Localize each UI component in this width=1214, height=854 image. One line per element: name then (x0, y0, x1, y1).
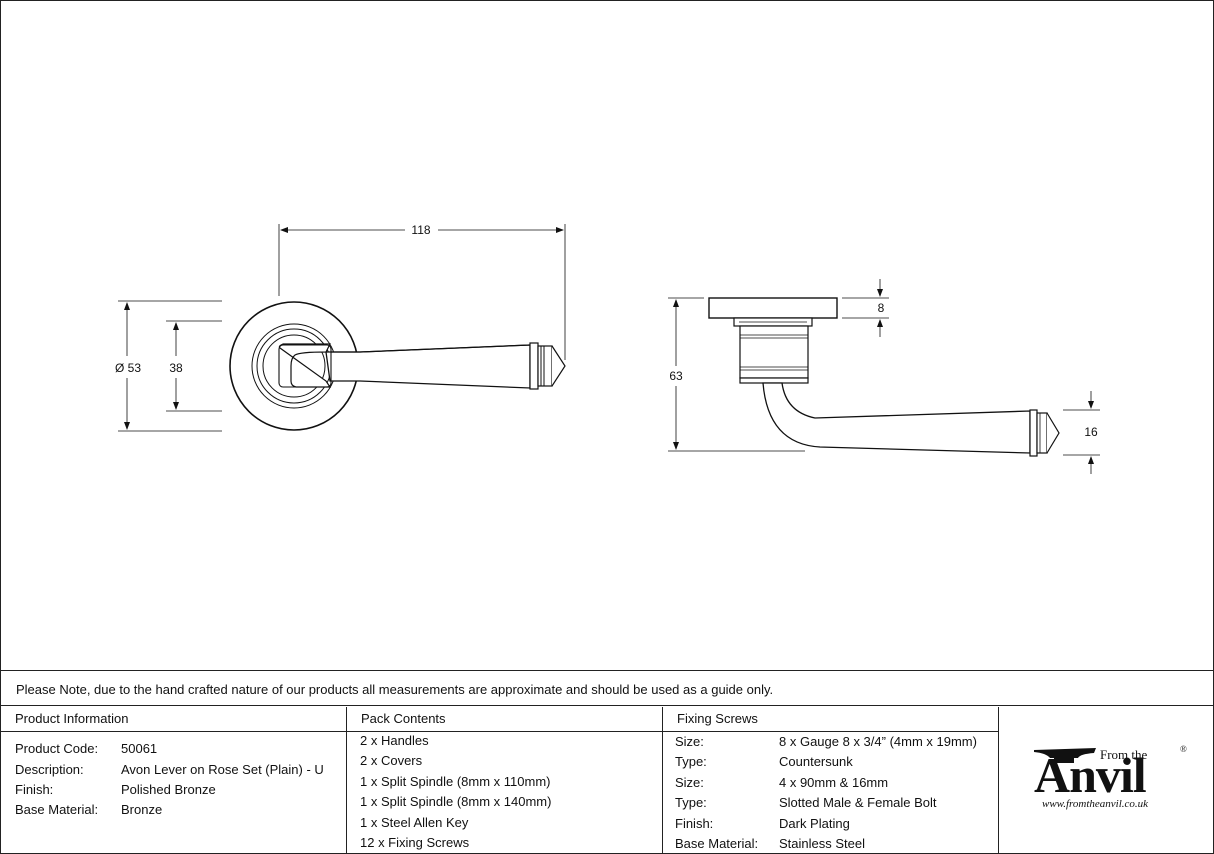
product-code-label: Product Code: (15, 741, 99, 756)
front-view (229, 301, 566, 431)
side-view (708, 297, 1060, 457)
description-label: Description: (15, 762, 84, 777)
pack-contents-heading: Pack Contents (347, 707, 662, 732)
rose-ring-3 (262, 334, 326, 398)
from-the-anvil-logo: From the ® Anvil www.fromtheanvil.co.uk (1034, 744, 1187, 816)
dim-width-label: 118 (411, 223, 430, 237)
screw-spec-label: Size: (675, 775, 704, 790)
screw-spec-label: Type: (675, 795, 707, 810)
anvil-icon (1034, 748, 1096, 763)
screw-spec-label: Size: (675, 734, 704, 749)
pack-item: 2 x Handles (360, 733, 429, 748)
base-material-label: Base Material: (15, 802, 99, 817)
pack-item: 1 x Split Spindle (8mm x 110mm) (360, 774, 551, 789)
fixing-screws-heading: Fixing Screws (663, 707, 998, 732)
logo-brand: Anvil (1034, 747, 1147, 803)
screw-spec-value: Slotted Male & Female Bolt (779, 795, 937, 810)
logo-url: www.fromtheanvil.co.uk (1042, 798, 1149, 810)
logo-from-the: From the (1100, 747, 1148, 762)
product-information-panel: Product Information Product Code: 50061 … (1, 707, 347, 854)
product-code-value: 50061 (121, 741, 158, 756)
pack-item: 1 x Steel Allen Key (360, 815, 469, 830)
screw-spec-label: Type: (675, 754, 707, 769)
pack-item: 12 x Fixing Screws (360, 835, 470, 850)
pack-item: 1 x Split Spindle (8mm x 140mm) (360, 794, 552, 809)
registered-mark: ® (1180, 744, 1187, 754)
screw-spec-value: Dark Plating (779, 816, 850, 831)
pack-item: 2 x Covers (360, 753, 423, 768)
description-value: Avon Lever on Rose Set (Plain) - U (121, 762, 324, 777)
screw-spec-value: 8 x Gauge 8 x 3/4” (4mm x 19mm) (779, 734, 977, 749)
fixing-screws-panel: Fixing Screws Size: 8 x Gauge 8 x 3/4” (… (663, 707, 999, 854)
dim-lever-end-label: 16 (1084, 425, 1098, 439)
screw-spec-value: Stainless Steel (779, 836, 865, 851)
technical-drawing: 118 Ø 53 38 (115, 223, 1100, 474)
screw-spec-value: Countersunk (779, 754, 853, 769)
dim-rose-thickness-label: 8 (878, 301, 885, 315)
dim-height-label: 63 (669, 369, 683, 383)
product-information-heading: Product Information (1, 707, 346, 732)
measurement-note: Please Note, due to the hand crafted nat… (1, 670, 1213, 706)
finish-label: Finish: (15, 782, 54, 797)
pack-contents-panel: Pack Contents 2 x Handles 2 x Covers 1 x… (347, 707, 663, 854)
screw-spec-label: Base Material: (675, 836, 759, 851)
dim-rose-diameter-label: Ø 53 (115, 361, 141, 375)
finish-value: Polished Bronze (121, 782, 216, 797)
screw-spec-label: Finish: (675, 816, 714, 831)
dim-inner-label: 38 (169, 361, 183, 375)
screw-spec-value: 4 x 90mm & 16mm (779, 775, 889, 790)
base-material-value: Bronze (121, 802, 163, 817)
